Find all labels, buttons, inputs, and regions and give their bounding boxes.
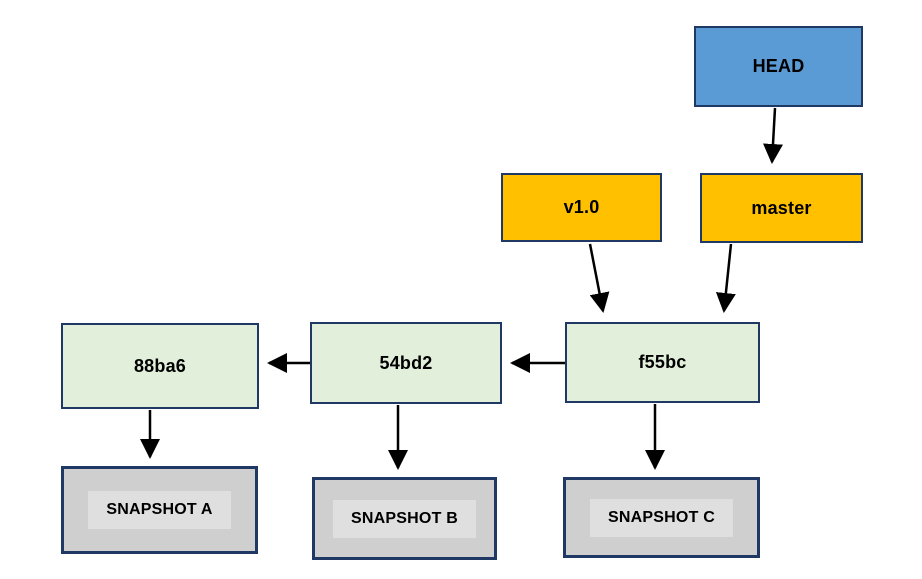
snapshot-b-label: SNAPSHOT B: [333, 499, 476, 538]
arrow-master-to-f55bc: [715, 243, 736, 313]
commit-label-88ba6: 88ba6: [133, 355, 187, 376]
head-pointer-box: HEAD: [694, 26, 863, 107]
snapshot-c-box: SNAPSHOT C: [563, 477, 760, 558]
snapshot-a-label: SNAPSHOT A: [88, 491, 231, 529]
branch-master-label: master: [751, 197, 812, 218]
arrow-head-to-master: [763, 107, 783, 164]
tag-v1-label: v1.0: [563, 197, 600, 217]
snapshot-b-box: SNAPSHOT B: [312, 477, 497, 560]
snapshot-a-box: SNAPSHOT A: [61, 466, 258, 554]
branch-master-box: master: [700, 173, 863, 243]
arrow-v1-to-f55bc: [588, 243, 610, 313]
commit-box-f55bc: f55bc: [565, 322, 760, 403]
head-pointer-label: HEAD: [752, 56, 805, 76]
tag-v1-box: v1.0: [501, 173, 662, 242]
commit-label-f55bc: f55bc: [638, 352, 687, 372]
commit-box-54bd2: 54bd2: [310, 322, 502, 404]
commit-box-88ba6: 88ba6: [61, 323, 259, 409]
commit-label-54bd2: 54bd2: [379, 352, 433, 373]
snapshot-c-label: SNAPSHOT C: [590, 498, 733, 537]
